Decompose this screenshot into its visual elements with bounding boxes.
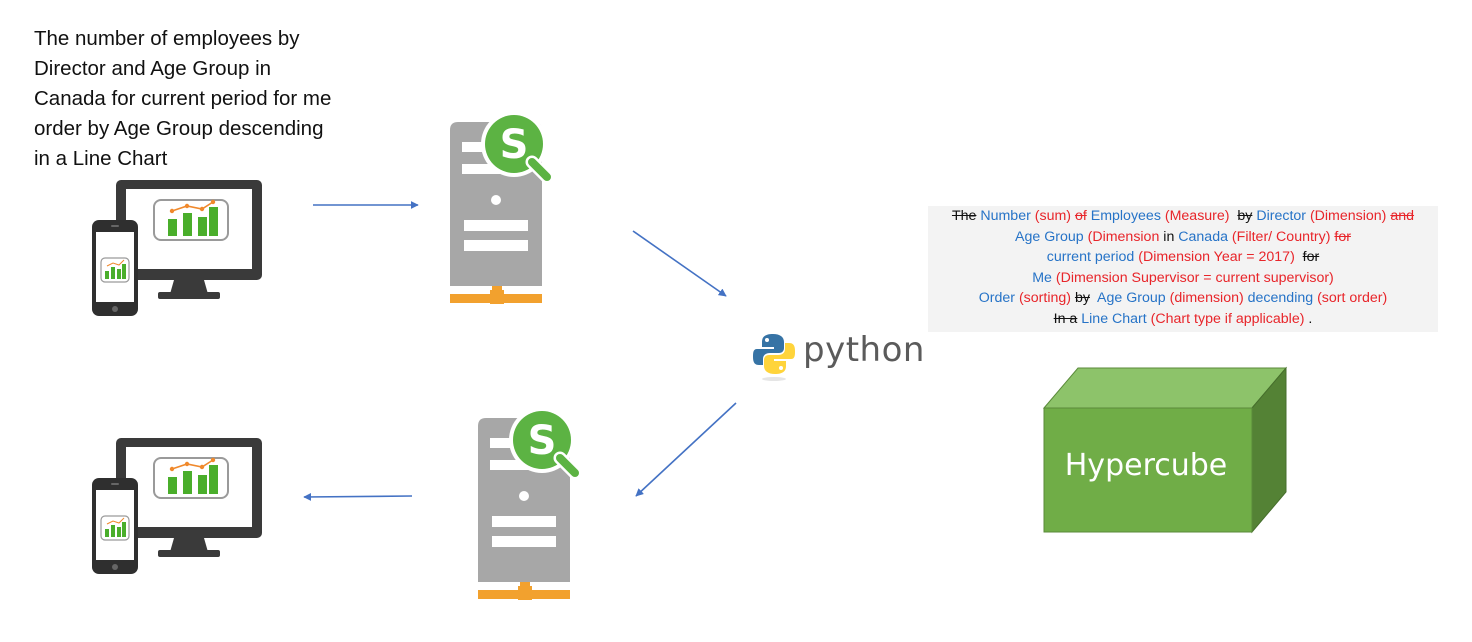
qlik-server-icon — [478, 407, 576, 600]
query-token: Order — [978, 290, 1019, 307]
query-token: Age Group — [1015, 228, 1088, 245]
device-icon — [91, 179, 263, 317]
query-line: Order (sorting) by Age Group (dimension)… — [928, 288, 1438, 309]
query-token: of — [1074, 208, 1087, 224]
query-token: (Dimension Supervisor = current supervis… — [1055, 269, 1334, 286]
query-token: current period — [1046, 249, 1139, 266]
question-text: The number of employees by Director and … — [34, 27, 332, 170]
query-token: decending — [1247, 290, 1318, 307]
parsed-query-panel: The Number (sum) of Employees (Measure) … — [928, 206, 1438, 332]
query-line: current period (Dimension Year = 2017) f… — [928, 247, 1438, 268]
query-token: Line Chart — [1077, 310, 1151, 327]
query-token: by — [1237, 208, 1253, 224]
query-token: for — [1302, 249, 1320, 266]
query-token: Director — [1252, 208, 1310, 224]
arrow-icon — [632, 230, 727, 297]
query-token: In a — [1053, 310, 1078, 327]
query-token: (sort order) — [1317, 290, 1388, 307]
python-label: python — [803, 330, 925, 370]
query-token: (dimension) — [1169, 290, 1248, 307]
qlik-server-icon — [450, 111, 548, 304]
query-token: and — [1390, 208, 1415, 224]
query-token: in — [1163, 228, 1179, 245]
query-token: (Filter/ Country) — [1231, 228, 1335, 245]
query-token: The — [951, 208, 977, 224]
query-token: (sum) — [1034, 208, 1075, 224]
device-icon — [91, 437, 263, 575]
query-token: (Chart type if applicable) — [1150, 310, 1309, 327]
query-token: Employees — [1086, 208, 1165, 224]
query-line: The Number (sum) of Employees (Measure) … — [928, 206, 1438, 227]
python-logo-icon — [753, 334, 795, 381]
query-token: (Dimension) — [1309, 208, 1391, 224]
query-line: Me (Dimension Supervisor = current super… — [928, 268, 1438, 289]
query-token: (Measure) — [1164, 208, 1238, 224]
query-token: by — [1074, 290, 1090, 307]
arrow-icon — [303, 492, 413, 501]
hypercube-icon — [1042, 366, 1288, 534]
query-line: In a Line Chart (Chart type if applicabl… — [928, 309, 1438, 330]
query-token: (sorting) — [1018, 290, 1075, 307]
query-line: Age Group (Dimension in Canada (Filter/ … — [928, 227, 1438, 248]
query-token: Canada — [1178, 228, 1232, 245]
query-token: for — [1334, 228, 1351, 245]
query-token: (Dimension Year = 2017) — [1138, 249, 1303, 266]
query-token: Me — [1032, 269, 1056, 286]
query-token: . — [1308, 310, 1313, 327]
query-token: Age Group — [1089, 290, 1170, 307]
hypercube-label: Hypercube — [1064, 448, 1228, 483]
arrow-icon — [635, 402, 737, 497]
query-token: Number — [976, 208, 1035, 224]
query-token: (Dimension — [1087, 228, 1164, 245]
